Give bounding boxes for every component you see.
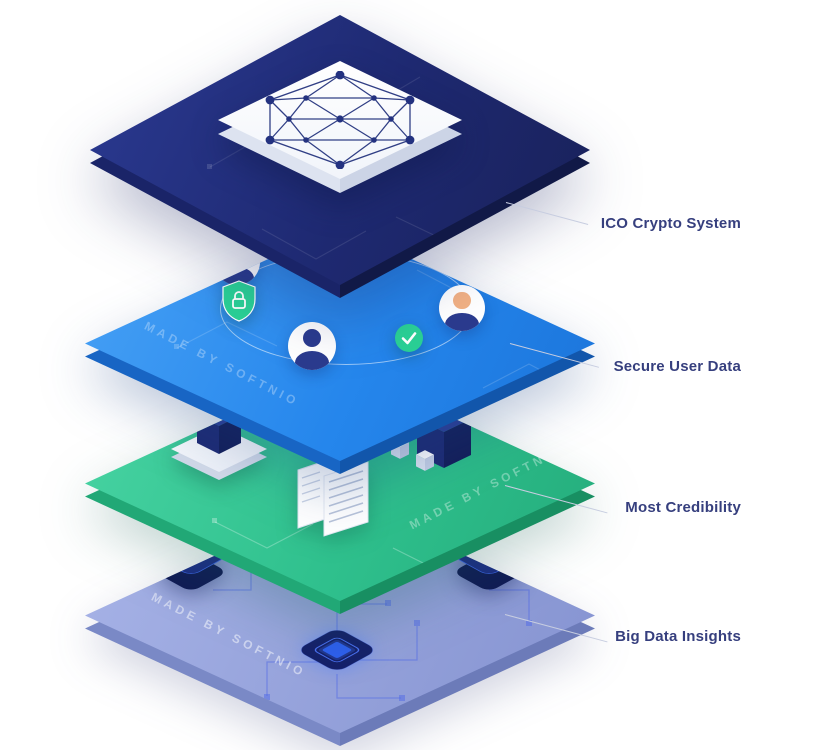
data-cube: [416, 450, 434, 471]
callout-label-big-data-insights: Big Data Insights: [615, 628, 741, 645]
layer-ico-crypto-system: MADE BY SOFTNIO: [90, 15, 590, 299]
shield-lock-icon: [222, 280, 256, 322]
callout-label-secure-user-data: Secure User Data: [613, 358, 741, 375]
user-avatar: [439, 285, 485, 331]
platform-face: [218, 61, 462, 179]
layer-ico-crypto-system-face: MADE BY SOFTNIO: [90, 15, 590, 285]
blockchain-network-icon: [265, 71, 415, 169]
callout-label-ico-crypto-system: ICO Crypto System: [600, 215, 741, 232]
avatar-head: [302, 329, 322, 348]
user-avatar: [288, 322, 336, 370]
platform-pedestal: [218, 61, 462, 195]
avatar-head: [453, 291, 471, 310]
avatar-body: [445, 312, 479, 331]
cpu-chip-icon: [300, 630, 374, 670]
callout-label-most-credibility: Most Credibility: [625, 499, 741, 516]
avatar-body: [294, 350, 330, 370]
verified-check-icon: [395, 324, 423, 352]
